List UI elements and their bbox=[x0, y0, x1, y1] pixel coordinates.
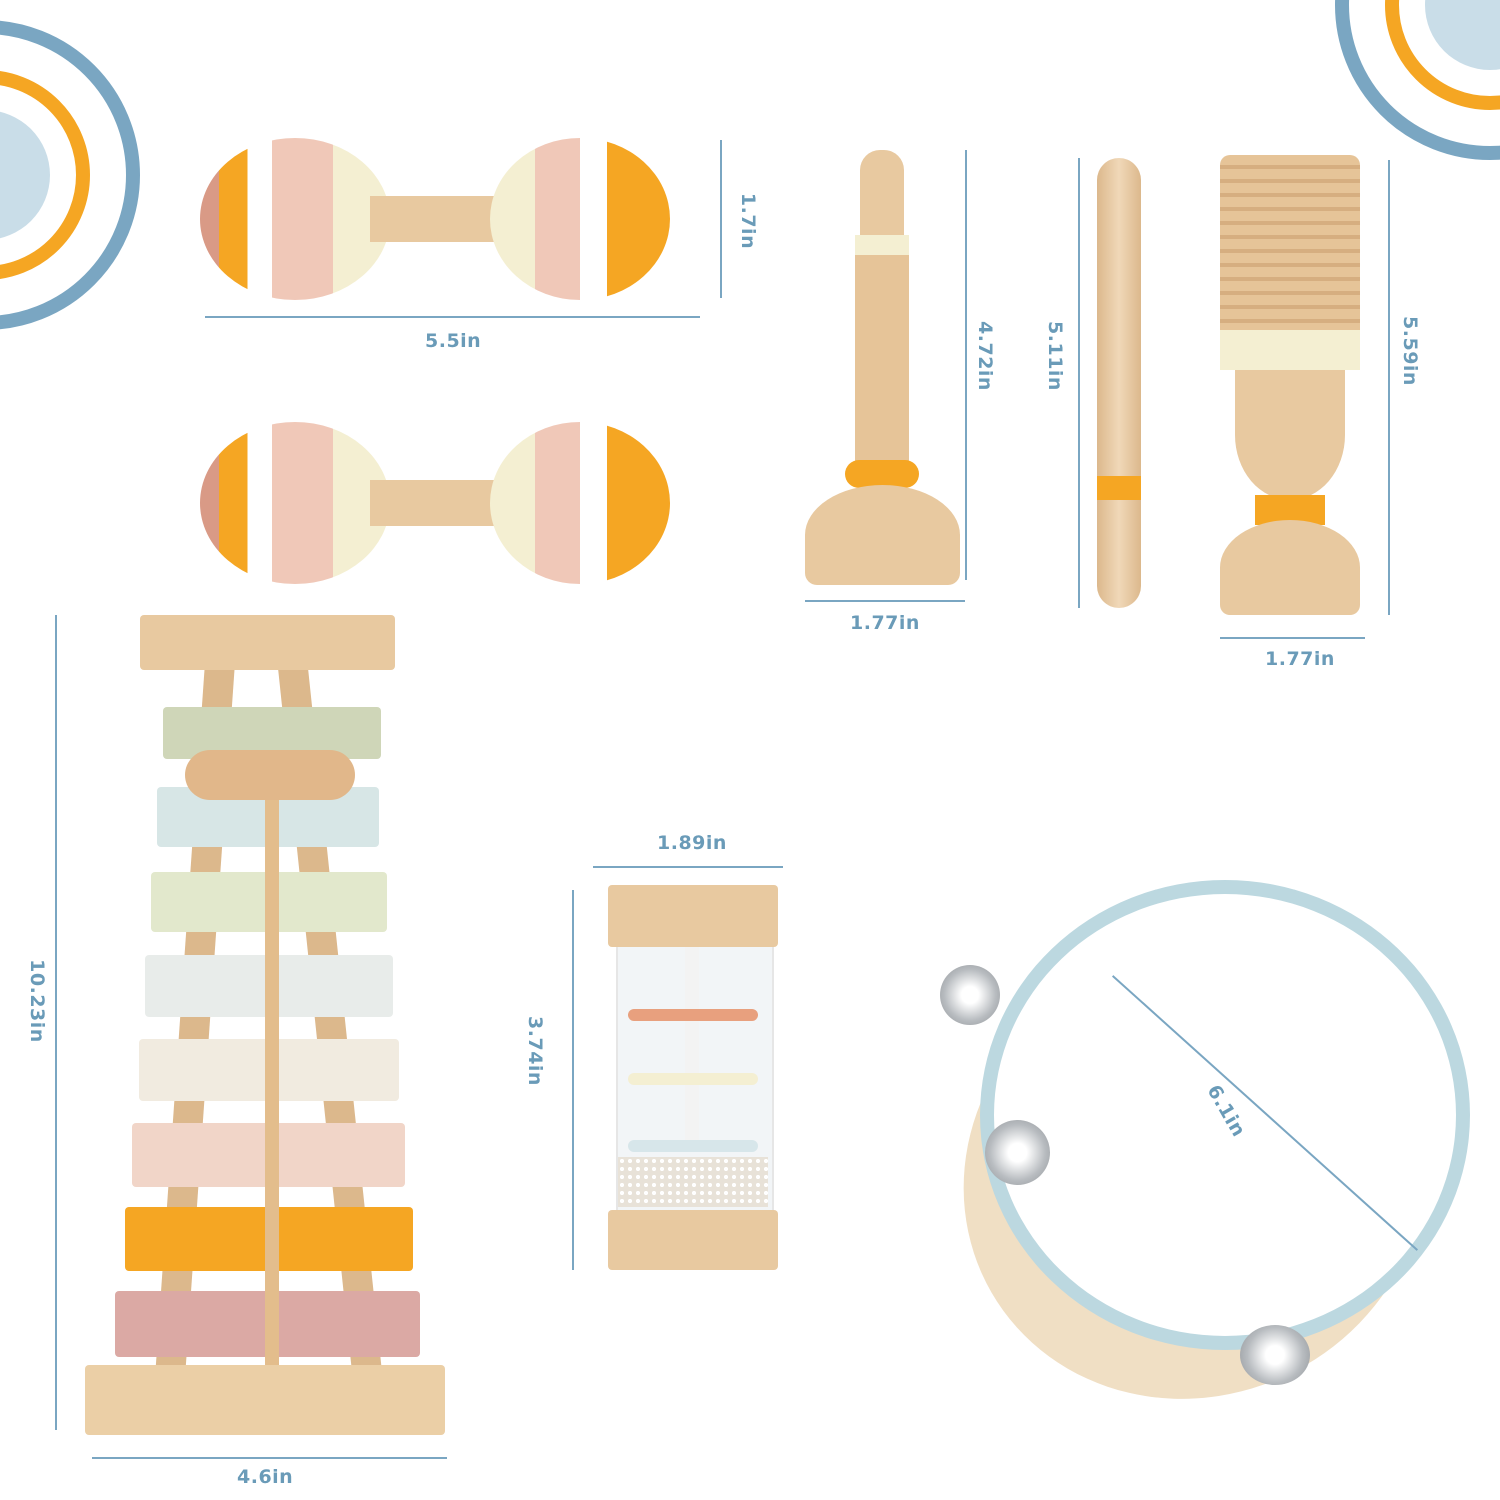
maraca-top bbox=[200, 138, 670, 300]
shaker-width-label: 1.89in bbox=[657, 832, 727, 854]
maraca-height-line bbox=[720, 140, 722, 298]
trumpet-height-line bbox=[965, 150, 967, 580]
guiro-width-label: 1.77in bbox=[1265, 648, 1335, 670]
xylophone-height-line bbox=[55, 615, 57, 1430]
rain-shaker bbox=[608, 885, 778, 1270]
trumpet-height-label: 4.72in bbox=[973, 321, 996, 391]
xylophone bbox=[85, 615, 445, 1435]
shaker-width-line bbox=[593, 866, 783, 868]
maraca-bottom bbox=[200, 422, 670, 584]
shaker-height-line bbox=[572, 890, 574, 1270]
maraca-length-label: 5.5in bbox=[425, 330, 482, 352]
trumpet-width-label: 1.77in bbox=[850, 612, 920, 634]
maraca-length-line bbox=[205, 316, 700, 318]
guiro-width-line bbox=[1220, 637, 1365, 639]
xylophone-width-label: 4.6in bbox=[237, 1466, 294, 1488]
stick-length-label: 5.11in bbox=[1043, 321, 1066, 391]
guiro-height-line bbox=[1388, 160, 1390, 615]
stick-length-line bbox=[1078, 158, 1080, 608]
maraca-height-label: 1.7in bbox=[737, 192, 760, 250]
trumpet-width-line bbox=[805, 600, 965, 602]
xylophone-height-label: 10.23in bbox=[25, 959, 48, 1043]
xylophone-width-line bbox=[92, 1457, 447, 1459]
tambourine: 6.1in bbox=[881, 866, 1500, 1484]
drum-stick bbox=[1097, 158, 1141, 608]
guiro-height-label: 5.59in bbox=[1398, 316, 1421, 386]
shaker-height-label: 3.74in bbox=[523, 1016, 546, 1086]
trumpet-whistle bbox=[805, 150, 960, 585]
guiro-scraper bbox=[1220, 155, 1360, 615]
